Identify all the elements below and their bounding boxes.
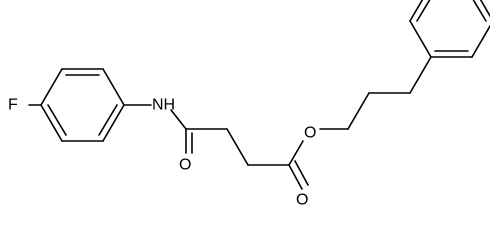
amide-oxygen-label: O (179, 157, 191, 174)
ring1-bond-5 (40, 68, 63, 106)
n-c-amide-bond (170, 109, 187, 130)
chain-bond-2 (226, 128, 249, 166)
ester-co-bond-1 (288, 164, 303, 190)
ester-co-single-bond (288, 140, 304, 166)
ring2-bond-2 (471, 24, 490, 58)
ring1-bond-4 (40, 104, 63, 142)
ester-co-bond-2 (294, 160, 309, 186)
structure-canvas: F NH O O O (8, 0, 490, 209)
ring2-bond-6 (409, 20, 432, 58)
amide-nitrogen-label: NH (152, 97, 175, 114)
fluorine-label: F (8, 97, 18, 114)
fluorophenyl-ring (40, 68, 125, 142)
ring1-double-2 (98, 104, 118, 136)
ring1-bond-2 (102, 104, 125, 142)
molecule-diagram: F NH O O O (8, 0, 490, 209)
ring2-double-3 (416, 0, 431, 22)
ester-carbonyl-oxygen-label: O (296, 192, 308, 209)
ring1-bond-1 (102, 68, 125, 106)
phenyl-ring (409, 0, 490, 58)
ester-ether-oxygen-label: O (304, 125, 316, 142)
propyl-bond-1 (347, 92, 370, 130)
ring1-double-3 (47, 104, 67, 136)
ring2-bond-5 (409, 0, 424, 22)
propyl-bond-3 (409, 56, 432, 94)
ring2-double-2 (472, 0, 487, 22)
